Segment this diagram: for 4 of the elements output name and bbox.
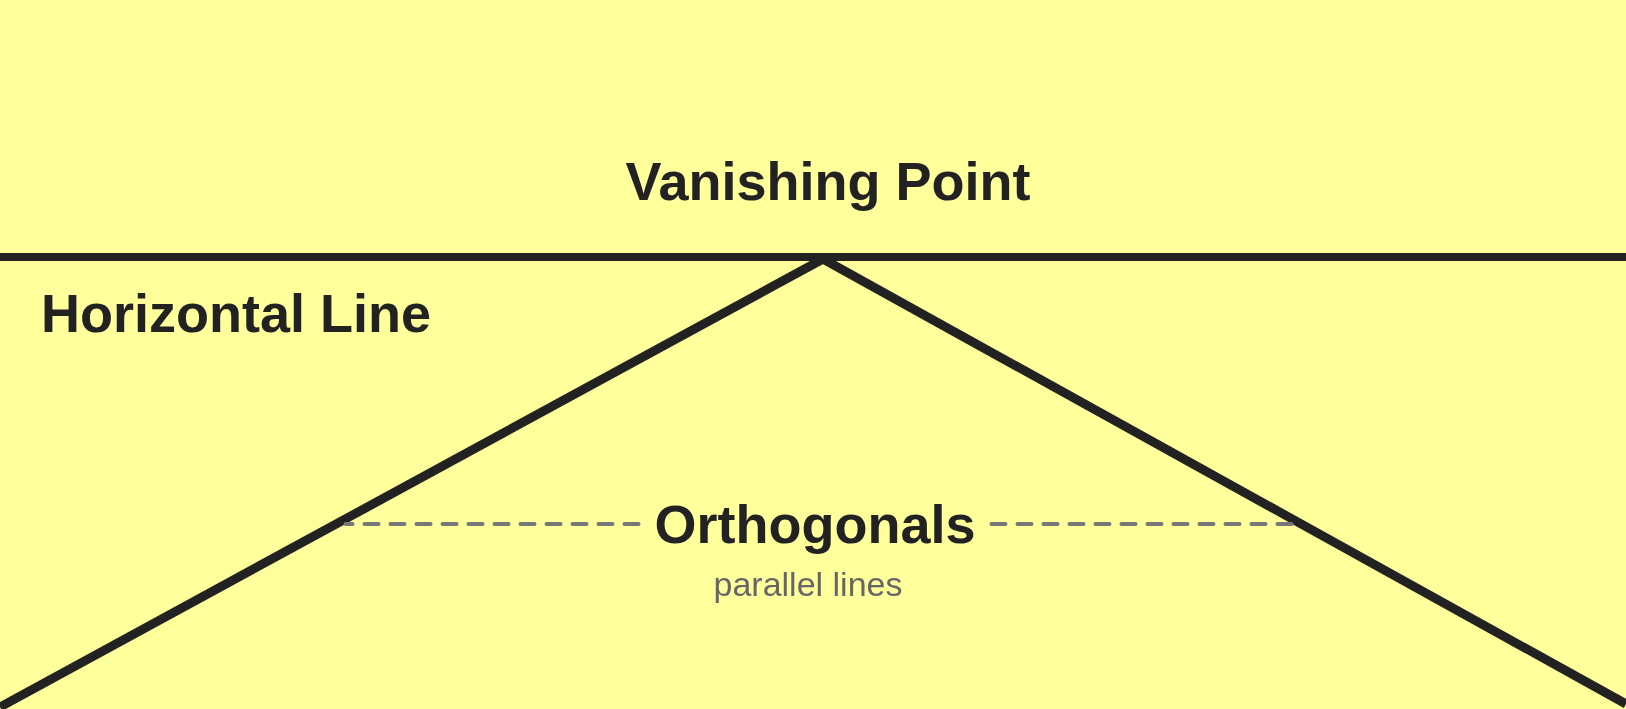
subtitle-text: parallel lines [713,567,903,601]
leader-line [343,522,641,526]
leader-line [989,522,1294,526]
horizon-line-label: Horizontal Line [41,286,431,340]
